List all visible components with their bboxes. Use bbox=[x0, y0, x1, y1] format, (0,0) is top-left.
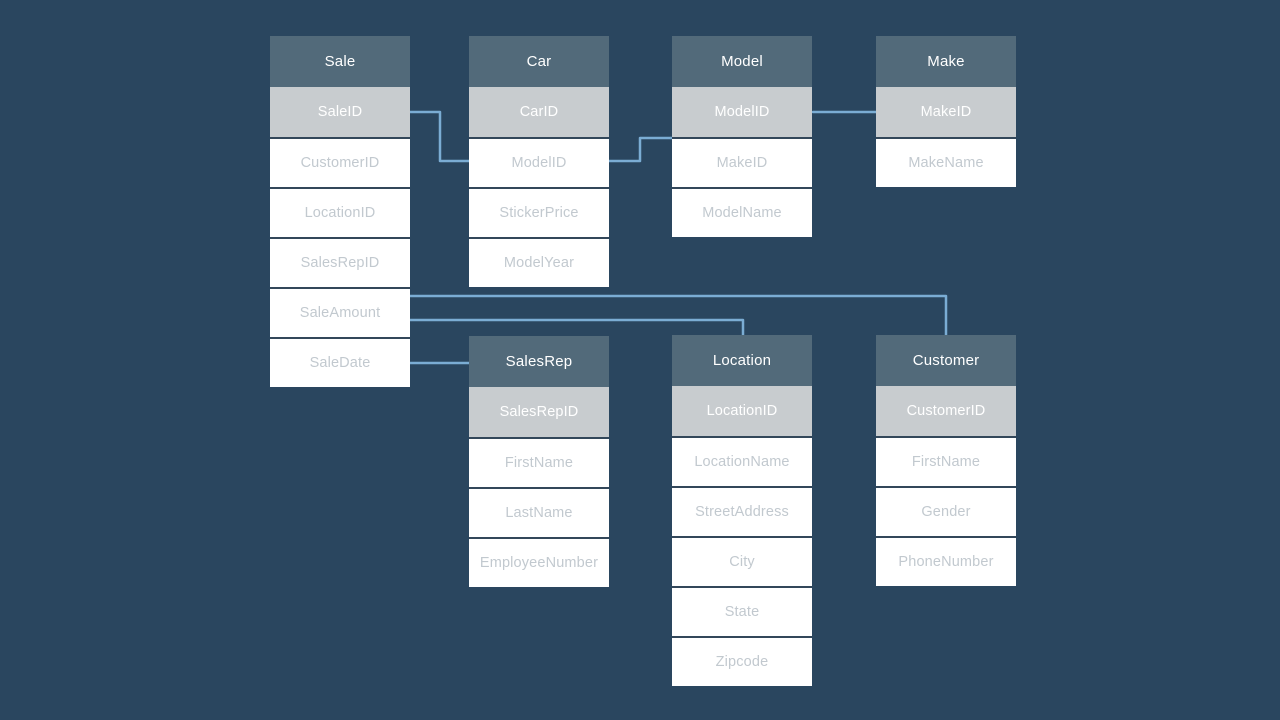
entity-title-car: Car bbox=[469, 36, 609, 87]
field-location-zipcode[interactable]: Zipcode bbox=[672, 636, 812, 686]
field-customer-firstname[interactable]: FirstName bbox=[876, 436, 1016, 486]
field-location-locationname[interactable]: LocationName bbox=[672, 436, 812, 486]
primary-key-field-location-locationid[interactable]: LocationID bbox=[672, 386, 812, 436]
field-model-modelname[interactable]: ModelName bbox=[672, 187, 812, 237]
relationship-line-sale-location bbox=[408, 318, 745, 338]
primary-key-field-salesrep-salesrepid[interactable]: SalesRepID bbox=[469, 387, 609, 437]
primary-key-field-sale-saleid[interactable]: SaleID bbox=[270, 87, 410, 137]
entity-title-sale: Sale bbox=[270, 36, 410, 87]
relationship-line-car-model bbox=[607, 136, 674, 163]
entity-title-customer: Customer bbox=[876, 335, 1016, 386]
entity-title-location: Location bbox=[672, 335, 812, 386]
field-salesrep-firstname[interactable]: FirstName bbox=[469, 437, 609, 487]
field-salesrep-lastname[interactable]: LastName bbox=[469, 487, 609, 537]
field-model-makeid[interactable]: MakeID bbox=[672, 137, 812, 187]
field-car-stickerprice[interactable]: StickerPrice bbox=[469, 187, 609, 237]
field-sale-saledate[interactable]: SaleDate bbox=[270, 337, 410, 387]
entity-title-salesrep: SalesRep bbox=[469, 336, 609, 387]
field-customer-gender[interactable]: Gender bbox=[876, 486, 1016, 536]
field-make-makename[interactable]: MakeName bbox=[876, 137, 1016, 187]
field-customer-phonenumber[interactable]: PhoneNumber bbox=[876, 536, 1016, 586]
field-sale-customerid[interactable]: CustomerID bbox=[270, 137, 410, 187]
field-car-modelyear[interactable]: ModelYear bbox=[469, 237, 609, 287]
field-salesrep-employeenumber[interactable]: EmployeeNumber bbox=[469, 537, 609, 587]
entity-title-make: Make bbox=[876, 36, 1016, 87]
field-sale-salesrepid[interactable]: SalesRepID bbox=[270, 237, 410, 287]
relationship-line-sale-customer bbox=[408, 294, 948, 338]
relationship-line-sale-car bbox=[408, 110, 472, 163]
entity-title-model: Model bbox=[672, 36, 812, 87]
field-location-streetaddress[interactable]: StreetAddress bbox=[672, 486, 812, 536]
primary-key-field-make-makeid[interactable]: MakeID bbox=[876, 87, 1016, 137]
primary-key-field-car-carid[interactable]: CarID bbox=[469, 87, 609, 137]
field-location-city[interactable]: City bbox=[672, 536, 812, 586]
primary-key-field-customer-customerid[interactable]: CustomerID bbox=[876, 386, 1016, 436]
field-sale-locationid[interactable]: LocationID bbox=[270, 187, 410, 237]
field-sale-saleamount[interactable]: SaleAmount bbox=[270, 287, 410, 337]
field-location-state[interactable]: State bbox=[672, 586, 812, 636]
primary-key-field-model-modelid[interactable]: ModelID bbox=[672, 87, 812, 137]
field-car-modelid[interactable]: ModelID bbox=[469, 137, 609, 187]
